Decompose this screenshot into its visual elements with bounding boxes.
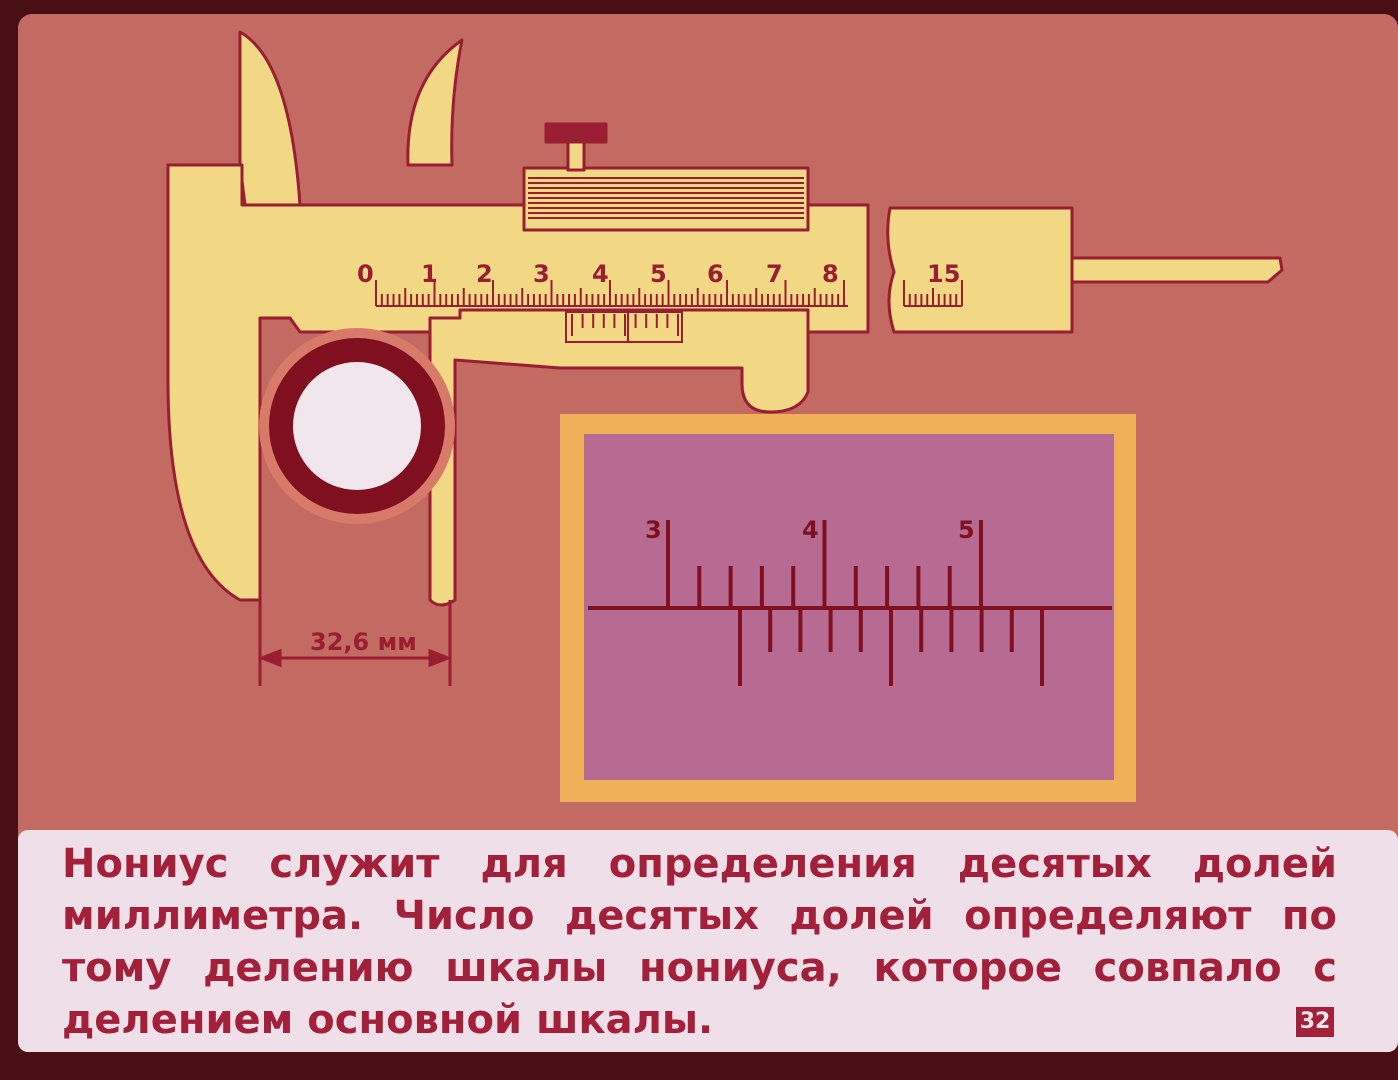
caption-line: делением основной шкалы. [62, 997, 714, 1043]
main-scale-number: 6 [707, 260, 724, 288]
zoom-vernier-ticks [738, 608, 1044, 686]
caption-text: Нониус служит для определения десятых до… [62, 838, 1337, 1046]
zoom-main-scale-ticks [666, 520, 983, 608]
depth-rod [1070, 256, 1284, 284]
main-scale-number: 0 [357, 260, 374, 288]
main-scale-numbers: 0 1 2 3 4 5 6 7 8 15 [357, 260, 960, 288]
page-number: 32 [1296, 1007, 1334, 1037]
zoom-number: 4 [802, 516, 819, 544]
clamp-knurling [528, 177, 804, 219]
far-scale-ticks [903, 280, 963, 307]
zoom-number: 3 [645, 516, 662, 544]
caption-line: Нониус служит для определения десятых до… [62, 841, 1337, 887]
fixed-upper-jaw [238, 30, 302, 207]
sliding-upper-jaw [406, 38, 464, 167]
thumb-screw-head [544, 122, 608, 144]
zoom-number: 5 [958, 516, 975, 544]
main-scale-number: 1 [421, 260, 438, 288]
far-scale-number: 15 [927, 260, 960, 288]
main-scale-ticks [375, 280, 848, 307]
measured-ring [259, 328, 455, 524]
main-scale-number: 4 [592, 260, 609, 288]
thumb-screw-stem [566, 138, 586, 172]
beam-far-segment [886, 206, 1074, 334]
dimension-label: 32,6 мм [310, 628, 417, 656]
main-scale-number: 7 [766, 260, 783, 288]
main-scale-number: 2 [476, 260, 493, 288]
caption-line: тому делению шкалы нониуса, которое совп… [62, 945, 1337, 991]
main-scale-number: 3 [533, 260, 550, 288]
vernier-window-ticks [571, 314, 679, 336]
dimension-marker [257, 600, 453, 686]
vernier-slider [428, 308, 810, 607]
main-scale-number: 5 [650, 260, 667, 288]
main-scale-number: 8 [822, 260, 839, 288]
caption-line: миллиметра. Число десятых долей определя… [62, 893, 1337, 939]
caption-background [18, 830, 1398, 1052]
